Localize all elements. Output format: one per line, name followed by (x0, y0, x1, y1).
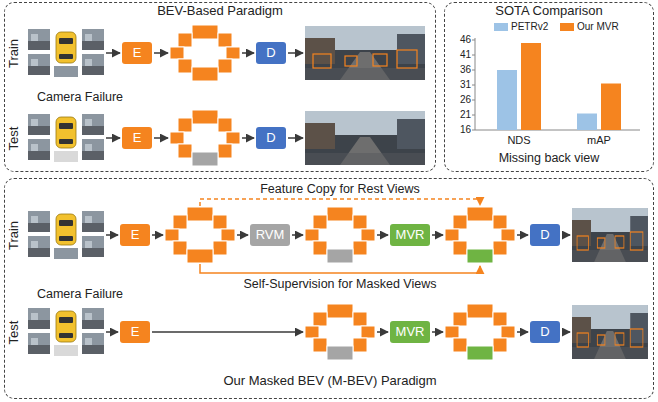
tick-label: 36 (460, 64, 471, 76)
box-label: MVR (396, 228, 425, 243)
tick-label: 46 (460, 34, 471, 46)
box-label: E (133, 131, 142, 146)
result-image (305, 111, 425, 165)
module-box: MVR (390, 321, 430, 343)
encoder-box: E (120, 224, 150, 246)
box-label: MVR (396, 325, 425, 340)
decoder-box: D (256, 127, 286, 149)
legend-swatch (494, 23, 508, 31)
decoder-box: D (256, 42, 286, 64)
camera-views (28, 29, 104, 77)
camera-views (28, 114, 104, 162)
self-supervision-arrow (200, 264, 480, 273)
camera-views (28, 211, 104, 259)
bev-grid (305, 304, 375, 360)
annotation: Camera Failure (37, 90, 123, 104)
camera-views (28, 308, 104, 356)
panel: SOTA Comparison (444, 2, 654, 172)
bev-grid (305, 207, 375, 263)
legend-label: Our MVR (577, 21, 619, 33)
box-label: D (540, 228, 549, 243)
bev-grid (445, 304, 515, 360)
tick-label: 41 (460, 49, 471, 61)
box-label: RVM (256, 228, 285, 243)
row-label: Train (8, 220, 23, 249)
bev-grid (445, 207, 515, 263)
tick-label: 21 (460, 109, 471, 121)
feature-copy-arrow (200, 199, 480, 206)
tick-label: 31 (460, 79, 471, 91)
panel-title: SOTA Comparison (495, 4, 602, 19)
legend-label: PETRv2 (511, 21, 548, 33)
flow-arrows (106, 53, 303, 138)
arrow-label: Self-Supervision for Masked Views (244, 277, 437, 291)
box-label: D (540, 325, 549, 340)
legend-swatch (560, 23, 574, 31)
box-label: E (131, 228, 140, 243)
arrow-label: Feature Copy for Rest Views (260, 182, 420, 196)
module-box: MVR (390, 224, 430, 246)
encoder-box: E (122, 127, 152, 149)
box-label: D (266, 131, 275, 146)
encoder-box: E (122, 42, 152, 64)
panel: BEV-Based ParadigmE D E D (4, 2, 436, 172)
module-box: RVM (250, 224, 290, 246)
result-image (572, 305, 648, 359)
row-label: Train (8, 38, 23, 67)
box-label: E (133, 46, 142, 61)
category-label: mAP (587, 134, 611, 147)
result-image (305, 26, 425, 80)
tick-label: 16 (460, 124, 471, 136)
chart-caption: Missing back view (499, 151, 600, 165)
decoder-box: D (530, 224, 560, 246)
decoder-box: D (530, 321, 560, 343)
annotation: Camera Failure (37, 287, 123, 301)
box-label: E (131, 325, 140, 340)
tick-label: 26 (460, 94, 471, 106)
row-label: Test (8, 320, 23, 344)
bev-grid (170, 110, 240, 166)
panel-title: BEV-Based Paradigm (157, 4, 283, 19)
category-label: NDS (507, 134, 530, 147)
encoder-box: E (120, 321, 150, 343)
result-image (572, 208, 648, 262)
bev-grid (165, 207, 235, 263)
row-label: Test (8, 126, 23, 150)
bar-chart (472, 38, 640, 130)
panel-title: Our Masked BEV (M-BEV) Paradigm (223, 374, 436, 389)
bev-grid (170, 25, 240, 81)
box-label: D (266, 46, 275, 61)
